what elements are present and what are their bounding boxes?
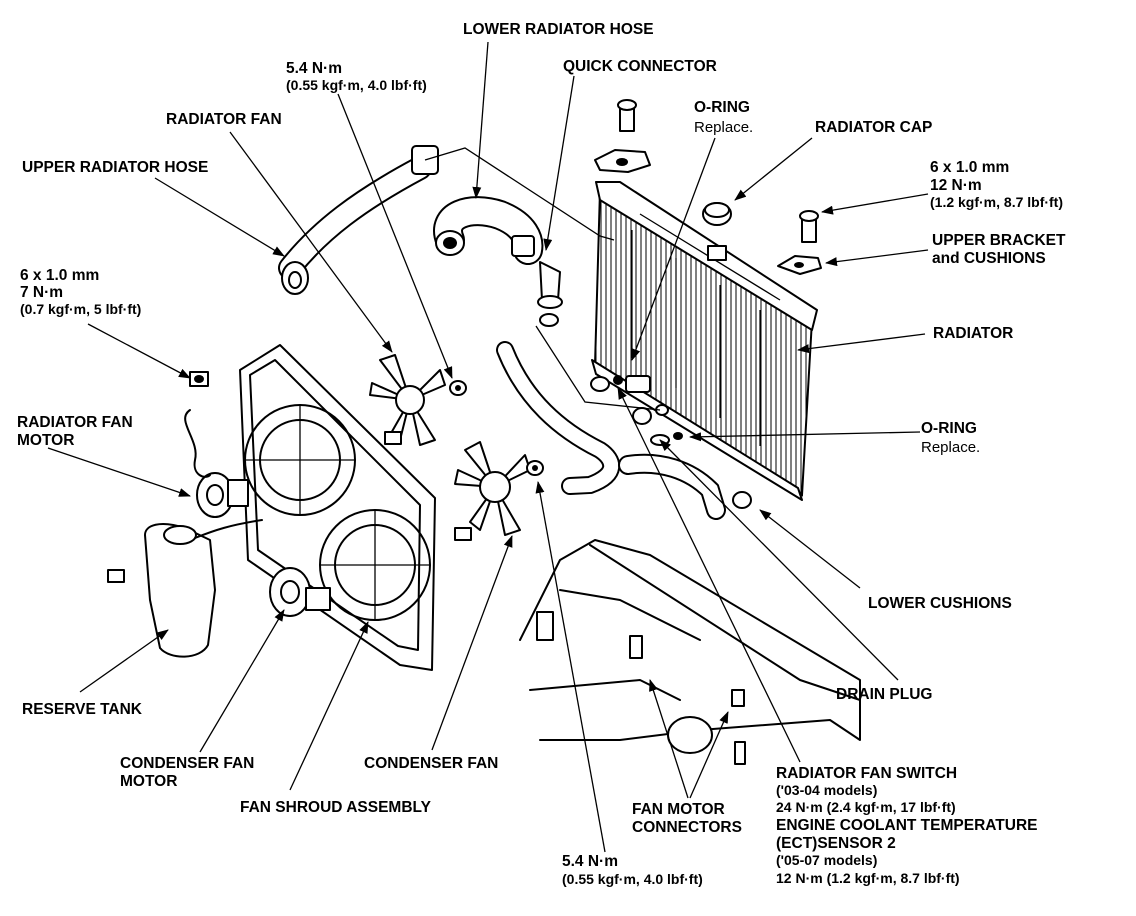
label-ect-sensor-torque: 12 N·m (1.2 kgf·m, 8.7 lbf·ft)	[776, 870, 960, 886]
label-fan-switch-models: ('03-04 models)	[776, 782, 877, 798]
reserve-tank-part	[107, 519, 263, 658]
label-fan-motor-connectors: FAN MOTOR	[632, 801, 725, 818]
upper-bracket-left-part	[594, 99, 651, 173]
label-radiator-fan: RADIATOR FAN	[166, 111, 282, 128]
label-lower-cushions: LOWER CUSHIONS	[868, 595, 1012, 612]
label-fan-switch-torque: 24 N·m (2.4 kgf·m, 17 lbf·ft)	[776, 799, 956, 815]
label-bolt-left-size: 6 x 1.0 mm	[20, 267, 99, 284]
label-lower-radiator-hose: LOWER RADIATOR HOSE	[463, 21, 654, 38]
label-oring-bottom-note: Replace.	[921, 439, 980, 456]
label-quick-connector: QUICK CONNECTOR	[563, 58, 717, 75]
label-fan-shroud-assembly: FAN SHROUD ASSEMBLY	[240, 799, 432, 816]
leader-lines	[47, 41, 929, 853]
label-oring-top: O-RING	[694, 99, 750, 116]
bolts-left-part	[189, 371, 472, 541]
label-reserve-tank: RESERVE TANK	[22, 701, 143, 718]
quick-connector-part	[537, 261, 563, 327]
radiator-cap-part	[702, 202, 732, 226]
label-upper-radiator-hose: UPPER RADIATOR HOSE	[22, 159, 208, 176]
label-drain-plug: DRAIN PLUG	[836, 686, 932, 703]
label-torque-bottom-value: 5.4 N·m	[562, 853, 618, 870]
label-fan-switch: RADIATOR FAN SWITCH	[776, 765, 957, 782]
upper-bracket-right-part	[777, 210, 822, 275]
label-bolt-right-torque: 12 N·m	[930, 177, 982, 194]
fan-shroud-part	[239, 344, 436, 671]
label-torque-top-value: 5.4 N·m	[286, 60, 342, 77]
label-oring-bottom: O-RING	[921, 420, 977, 437]
label-condenser-fan: CONDENSER FAN	[364, 755, 498, 772]
lower-radiator-hose-part	[433, 196, 544, 265]
label-bolt-right-size: 6 x 1.0 mm	[930, 159, 1009, 176]
label-ect-sensor-models: ('05-07 models)	[776, 852, 877, 868]
label-radiator-fan-motor: RADIATOR FAN	[17, 414, 133, 431]
label-condenser-fan-motor-2: MOTOR	[120, 773, 177, 790]
upper-radiator-hose-part	[278, 145, 439, 295]
engine-frame-part	[519, 539, 861, 765]
label-condenser-fan-motor: CONDENSER FAN	[120, 755, 254, 772]
radiator-part	[591, 181, 818, 501]
label-oring-top-note: Replace.	[694, 119, 753, 136]
label-ect-sensor-2: (ECT)SENSOR 2	[776, 835, 896, 852]
label-radiator-cap: RADIATOR CAP	[815, 119, 932, 136]
label-upper-bracket-cushions: and CUSHIONS	[932, 250, 1046, 267]
label-torque-bottom-detail: (0.55 kgf·m, 4.0 lbf·ft)	[562, 871, 703, 887]
radiator-fan-part	[369, 354, 467, 446]
label-bolt-left-detail: (0.7 kgf·m, 5 lbf·ft)	[20, 301, 141, 317]
condenser-fan-part	[454, 441, 544, 536]
label-radiator: RADIATOR	[933, 325, 1013, 342]
label-torque-top-detail: (0.55 kgf·m, 4.0 lbf·ft)	[286, 77, 427, 93]
radiator-fan-motor-part	[184, 409, 249, 518]
label-fan-motor-connectors-2: CONNECTORS	[632, 819, 742, 836]
condenser-fan-motor-part	[269, 567, 331, 617]
labels: LOWER RADIATOR HOSE 5.4 N·m (0.55 kgf·m,…	[17, 21, 1066, 887]
label-ect-sensor: ENGINE COOLANT TEMPERATURE	[776, 817, 1038, 834]
label-upper-bracket: UPPER BRACKET	[932, 232, 1066, 249]
label-bolt-left-torque: 7 N·m	[20, 284, 63, 301]
label-bolt-right-detail: (1.2 kgf·m, 8.7 lbf·ft)	[930, 194, 1063, 210]
label-radiator-fan-motor-2: MOTOR	[17, 432, 74, 449]
